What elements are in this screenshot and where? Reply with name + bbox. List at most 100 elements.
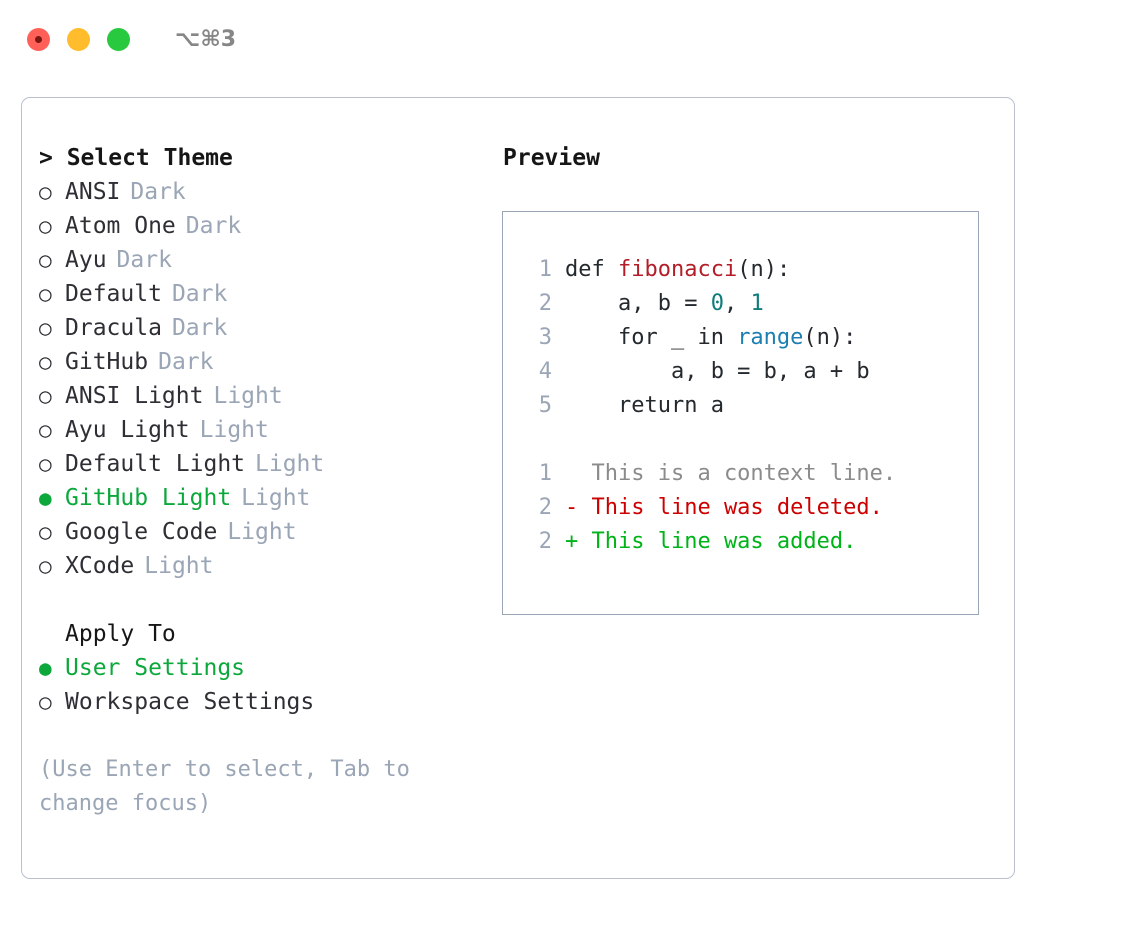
code-token-plain: (n): bbox=[803, 325, 857, 350]
code-token-num: 1 bbox=[750, 291, 764, 316]
theme-variant-label: Dark bbox=[185, 213, 242, 239]
code-line: 3 for _ in range(n): bbox=[522, 321, 978, 355]
line-number: 2 bbox=[538, 291, 552, 316]
code-line-text: def fibonacci(n): bbox=[565, 253, 790, 287]
theme-variant-label: Light bbox=[227, 519, 297, 545]
radio-unselected-icon: ○ bbox=[39, 520, 52, 544]
theme-name-label: ANSI bbox=[65, 179, 121, 205]
theme-list-item[interactable]: ○ ANSI Light Light bbox=[39, 379, 502, 413]
code-token-num: 0 bbox=[710, 291, 724, 316]
radio-unselected-icon: ○ bbox=[39, 180, 52, 204]
code-line: 1 def fibonacci(n): bbox=[522, 253, 978, 287]
radio-selected-icon: ● bbox=[39, 656, 52, 680]
theme-variant-label: Dark bbox=[171, 315, 228, 341]
code-line: 5 return a bbox=[522, 389, 978, 423]
diff-line-text-add: + This line was added. bbox=[565, 529, 857, 554]
code-token-plain: for _ in bbox=[565, 325, 738, 350]
line-number: 4 bbox=[538, 359, 552, 384]
theme-list-item[interactable]: ○ Default Dark bbox=[39, 277, 502, 311]
line-number: 1 bbox=[538, 257, 552, 282]
apply-to-label: User Settings bbox=[65, 655, 246, 681]
code-token-plain: return a bbox=[565, 393, 724, 418]
theme-variant-label: Light bbox=[144, 553, 214, 579]
radio-unselected-icon: ○ bbox=[39, 384, 52, 408]
close-window-button[interactable] bbox=[27, 27, 50, 51]
keyboard-shortcut-label: ⌥⌘3 bbox=[175, 26, 237, 52]
diff-line: 1 This is a context line. bbox=[522, 457, 978, 491]
minimize-window-button[interactable] bbox=[67, 27, 90, 51]
radio-unselected-icon: ○ bbox=[39, 316, 52, 340]
spacer bbox=[522, 423, 978, 457]
code-line-text: a, b = b, a + b bbox=[565, 355, 870, 389]
theme-name-label: Dracula bbox=[65, 315, 162, 341]
line-number: 2 bbox=[538, 529, 552, 554]
theme-variant-label: Dark bbox=[116, 247, 172, 273]
code-token-builtin: range bbox=[737, 325, 804, 350]
apply-to-section: Apply To ● User Settings ○ Workspace Settin… bbox=[39, 617, 502, 719]
theme-name-label: Default bbox=[65, 281, 162, 307]
theme-list-item[interactable]: ○ Default Light Light bbox=[39, 447, 502, 481]
code-line-text: for _ in range(n): bbox=[565, 321, 856, 355]
code-line-text: a, b = 0, 1 bbox=[565, 287, 764, 321]
maximize-window-button[interactable] bbox=[107, 27, 130, 51]
theme-name-label: Ayu Light bbox=[65, 417, 190, 443]
theme-variant-label: Dark bbox=[171, 281, 228, 307]
theme-name-label: Ayu bbox=[65, 247, 107, 273]
radio-unselected-icon: ○ bbox=[39, 452, 52, 476]
theme-name-label: ANSI Light bbox=[65, 383, 204, 409]
radio-unselected-icon: ○ bbox=[39, 214, 52, 238]
diff-line: 2- This line was deleted. bbox=[522, 491, 978, 525]
apply-to-heading: Apply To bbox=[65, 621, 176, 647]
code-line: 2 a, b = 0, 1 bbox=[522, 287, 978, 321]
radio-unselected-icon: ○ bbox=[39, 418, 52, 442]
apply-to-list[interactable]: ● User Settings ○ Workspace Settings bbox=[39, 651, 502, 719]
theme-variant-label: Light bbox=[213, 383, 283, 409]
code-line-text: return a bbox=[565, 389, 724, 423]
theme-name-label: Default Light bbox=[65, 451, 246, 477]
code-token-def: def bbox=[565, 257, 618, 282]
diff-line-text-ctx: This is a context line. bbox=[565, 461, 897, 486]
titlebar: ⌥⌘3 bbox=[0, 0, 1140, 78]
code-token-plain: (n): bbox=[737, 257, 791, 282]
theme-variant-label: Light bbox=[255, 451, 325, 477]
theme-variant-label: Dark bbox=[130, 179, 186, 205]
diff-sample: 1 This is a context line.2- This line wa… bbox=[522, 457, 978, 559]
apply-to-label: Workspace Settings bbox=[65, 689, 315, 715]
line-number: 3 bbox=[538, 325, 552, 350]
select-theme-heading: > Select Theme bbox=[39, 145, 233, 171]
line-number: 1 bbox=[538, 461, 552, 486]
code-token-plain: a, b = b, a + b bbox=[565, 359, 870, 384]
radio-unselected-icon: ○ bbox=[39, 554, 52, 578]
radio-unselected-icon: ○ bbox=[39, 248, 52, 272]
line-number: 5 bbox=[538, 393, 552, 418]
apply-to-option[interactable]: ○ Workspace Settings bbox=[39, 685, 502, 719]
diff-line: 2 + This line was added. bbox=[522, 525, 978, 559]
diff-line-text-del: - This line was deleted. bbox=[565, 495, 883, 520]
theme-list-item[interactable]: ○ Ayu Dark bbox=[39, 243, 502, 277]
code-line: 4 a, b = b, a + b bbox=[522, 355, 978, 389]
code-token-fn: fibonacci bbox=[617, 257, 738, 282]
theme-list-item[interactable]: ○ ANSI Dark bbox=[39, 175, 502, 209]
theme-list-item[interactable]: ○ XCode Light bbox=[39, 549, 502, 583]
apply-to-option[interactable]: ● User Settings bbox=[39, 651, 502, 685]
radio-unselected-icon: ○ bbox=[39, 282, 52, 306]
theme-name-label: GitHub Light bbox=[65, 485, 232, 511]
preview-heading: Preview bbox=[503, 145, 600, 171]
theme-variant-label: Light bbox=[241, 485, 311, 511]
theme-name-label: XCode bbox=[65, 553, 135, 579]
theme-name-label: GitHub bbox=[65, 349, 149, 375]
radio-unselected-icon: ○ bbox=[39, 690, 52, 714]
close-icon bbox=[35, 35, 42, 43]
code-token-plain: , bbox=[723, 291, 751, 316]
theme-list-item[interactable]: ○ Dracula Dark bbox=[39, 311, 502, 345]
radio-unselected-icon: ○ bbox=[39, 350, 52, 374]
